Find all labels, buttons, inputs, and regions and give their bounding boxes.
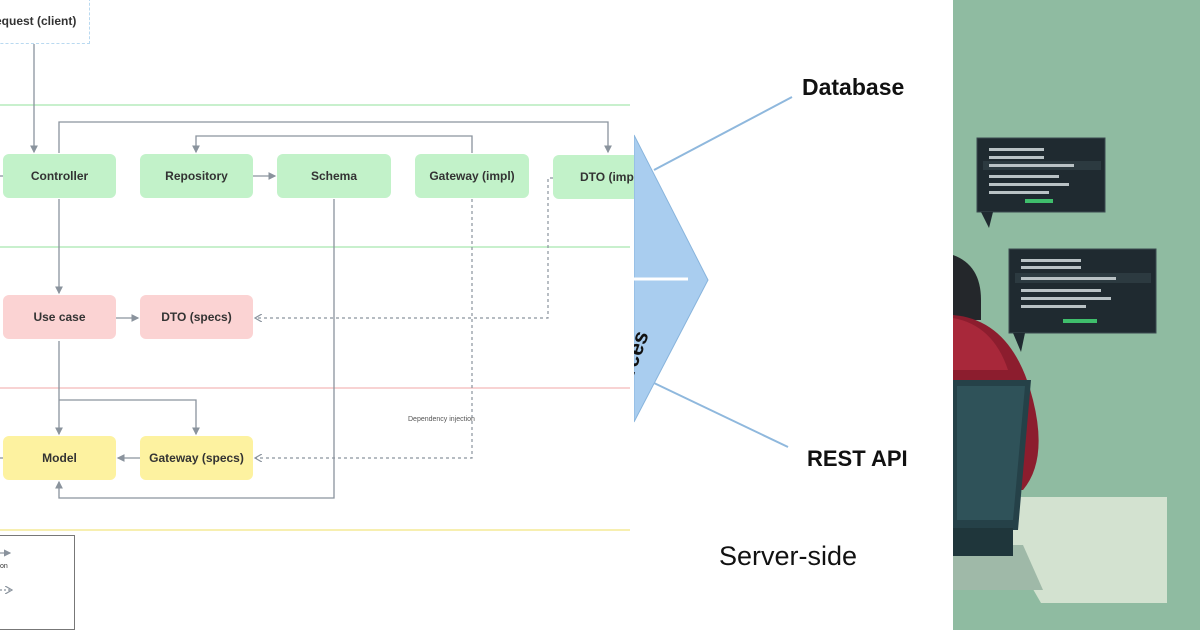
- edge-controller-dto-impl: [58, 121, 612, 154]
- architecture-diagram: equest (client) Controller Repository Sc…: [0, 0, 634, 630]
- model-node: Model: [3, 436, 116, 480]
- laptop-screen-face: [957, 386, 1025, 520]
- rest-api-label: REST API: [807, 446, 908, 471]
- dto-impl-node: DTO (imp: [553, 155, 634, 199]
- database-connector: [653, 96, 793, 171]
- legend-box: [0, 535, 75, 630]
- diagram-connectors: [0, 44, 630, 630]
- data-sources-panel: ata rces Database REST API Server-side: [634, 0, 953, 630]
- person-shoulder-highlight: [953, 318, 1008, 370]
- developer-scene: [953, 137, 1167, 603]
- person-hair: [953, 255, 981, 320]
- server-side-label: Server-side: [719, 541, 858, 571]
- client-request-box: equest (client): [0, 0, 90, 44]
- controller-node: Controller: [3, 154, 116, 198]
- gateway-impl-node: Gateway (impl): [415, 154, 529, 198]
- use-case-node: Use case: [3, 295, 116, 339]
- data-sources-graphic: [634, 96, 793, 448]
- edge-gateway-repository: [192, 135, 473, 154]
- database-label: Database: [802, 74, 905, 100]
- edge-gatewayimpl-gatewayspecs: [255, 199, 473, 458]
- rest-api-connector: [653, 382, 789, 448]
- edge-schema-model: [55, 199, 335, 499]
- gateway-specs-node: Gateway (specs): [140, 436, 253, 480]
- dto-specs-node: DTO (specs): [140, 295, 253, 339]
- code-window-2: [1008, 248, 1157, 352]
- laptop-base: [953, 528, 1013, 556]
- legend-text: on: [0, 563, 8, 570]
- desk-shadow: [953, 545, 1043, 590]
- code-window-1: [976, 137, 1106, 228]
- dependency-injection-label: Dependency injection: [408, 416, 475, 423]
- repository-node: Repository: [140, 154, 253, 198]
- client-request-label: equest (client): [0, 14, 77, 28]
- developer-illustration: [953, 0, 1200, 630]
- edge-usecase-gatewayspecs: [59, 399, 200, 436]
- schema-node: Schema: [277, 154, 391, 198]
- edge-dtoimpl-dtospecs: [255, 177, 553, 318]
